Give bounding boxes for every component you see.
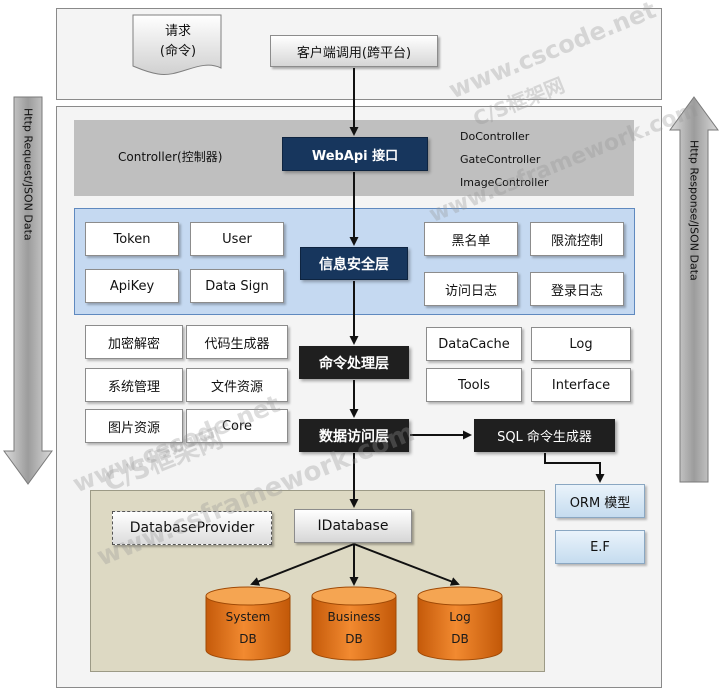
idatabase-box: IDatabase xyxy=(294,509,412,543)
db-label-line2: DB xyxy=(345,632,363,646)
response-side-label-text: Http Response/JSON Data xyxy=(687,140,701,281)
command-item-sysmanage: 系统管理 xyxy=(85,368,183,402)
data-access-layer-box: 数据访问层 xyxy=(299,419,409,452)
ef-label: E.F xyxy=(590,539,610,555)
response-side-arrow-shape xyxy=(669,96,719,483)
security-item-label: 访问日志 xyxy=(444,283,497,299)
db-label-line2: DB xyxy=(451,632,469,646)
security-item-label: 黑名单 xyxy=(451,233,491,249)
request-text: 请求 (命令) xyxy=(130,22,226,62)
command-item-codegen: 代码生成器 xyxy=(186,325,288,359)
security-item-token: Token xyxy=(85,222,179,256)
db-label-line1: Business xyxy=(327,610,381,624)
db-label-line1: System xyxy=(225,610,271,624)
controller-list-item: DoController xyxy=(460,130,530,143)
orm-model-label: ORM 模型 xyxy=(569,495,631,511)
arrow-idatabase-to-logdb xyxy=(353,543,460,586)
command-item-label: 图片资源 xyxy=(107,420,160,436)
security-item-label: 限流控制 xyxy=(550,233,603,249)
command-item-label: 代码生成器 xyxy=(204,336,270,352)
security-item-label: User xyxy=(222,231,252,247)
idatabase-label: IDatabase xyxy=(317,518,389,534)
arrow-sql-to-orm xyxy=(544,453,605,483)
db-label-line1: Log xyxy=(449,610,471,624)
response-side-arrow-label: Http Response/JSON Data xyxy=(682,140,706,420)
security-item-rate-limit: 限流控制 xyxy=(530,222,624,256)
db-cylinder-shape xyxy=(311,586,397,661)
request-side-arrow-label: Http Request/JSON Data xyxy=(16,108,40,348)
sql-generator-box: SQL 命令生成器 xyxy=(474,419,615,452)
command-layer-label: 命令处理层 xyxy=(319,355,389,372)
security-item-label: Token xyxy=(113,231,151,247)
db-cylinder-shape xyxy=(417,586,503,661)
security-item-access-log: 访问日志 xyxy=(424,272,518,306)
command-item-datacache: DataCache xyxy=(426,327,522,361)
client-call-box: 客户端调用(跨平台) xyxy=(270,35,438,67)
request-line2: (命令) xyxy=(159,44,197,59)
controller-list-item: ImageController xyxy=(460,176,549,189)
security-item-label: ApiKey xyxy=(109,278,155,294)
db-cylinder-shape xyxy=(205,586,291,661)
security-item-apikey: ApiKey xyxy=(85,269,179,303)
webapi-box: WebApi 接口 xyxy=(282,137,428,171)
security-item-user: User xyxy=(190,222,284,256)
command-item-tools: Tools xyxy=(426,368,522,402)
command-item-label: 文件资源 xyxy=(210,379,263,395)
security-layer-label: 信息安全层 xyxy=(319,256,389,273)
request-side-arrow-shape xyxy=(3,96,53,485)
request-line1: 请求 xyxy=(164,24,191,39)
webapi-label: WebApi 接口 xyxy=(311,148,399,164)
security-item-blacklist: 黑名单 xyxy=(424,222,518,256)
command-item-label: DataCache xyxy=(438,336,510,352)
database-provider-label: DatabaseProvider xyxy=(129,520,255,536)
request-side-label-text: Http Request/JSON Data xyxy=(21,108,35,241)
command-item-core: Core xyxy=(186,409,288,443)
command-item-label: Tools xyxy=(457,377,491,393)
orm-model-box: ORM 模型 xyxy=(555,484,645,518)
controller-label: Controller(控制器) xyxy=(118,150,223,164)
security-item-label: Data Sign xyxy=(205,278,269,294)
db-cylinder-log: Log DB xyxy=(416,586,504,662)
command-item-label: Interface xyxy=(551,377,611,393)
request-document-shape xyxy=(132,14,222,76)
command-item-encrypt: 加密解密 xyxy=(85,325,183,359)
command-item-interface: Interface xyxy=(531,368,631,402)
command-item-label: Core xyxy=(221,418,253,434)
database-provider-box: DatabaseProvider xyxy=(112,511,272,545)
security-item-data-sign: Data Sign xyxy=(190,269,284,303)
command-layer-box: 命令处理层 xyxy=(299,346,409,379)
security-item-login-log: 登录日志 xyxy=(530,272,624,306)
arrow-idatabase-to-systemdb xyxy=(250,543,355,586)
security-layer-box: 信息安全层 xyxy=(300,247,408,280)
command-item-log: Log xyxy=(531,327,631,361)
client-call-label: 客户端调用(跨平台) xyxy=(296,45,412,61)
db-cylinder-system: System DB xyxy=(204,586,292,662)
command-item-files: 文件资源 xyxy=(186,368,288,402)
command-item-images: 图片资源 xyxy=(85,409,183,443)
command-item-label: Log xyxy=(569,336,593,352)
security-item-label: 登录日志 xyxy=(550,283,603,299)
command-item-label: 系统管理 xyxy=(107,379,160,395)
data-access-layer-label: 数据访问层 xyxy=(319,428,389,445)
command-item-label: 加密解密 xyxy=(107,336,160,352)
db-label-line2: DB xyxy=(239,632,257,646)
controller-list-item: GateController xyxy=(460,153,541,166)
db-cylinder-business: Business DB xyxy=(310,586,398,662)
ef-box: E.F xyxy=(555,530,645,564)
sql-generator-label: SQL 命令生成器 xyxy=(497,430,592,445)
